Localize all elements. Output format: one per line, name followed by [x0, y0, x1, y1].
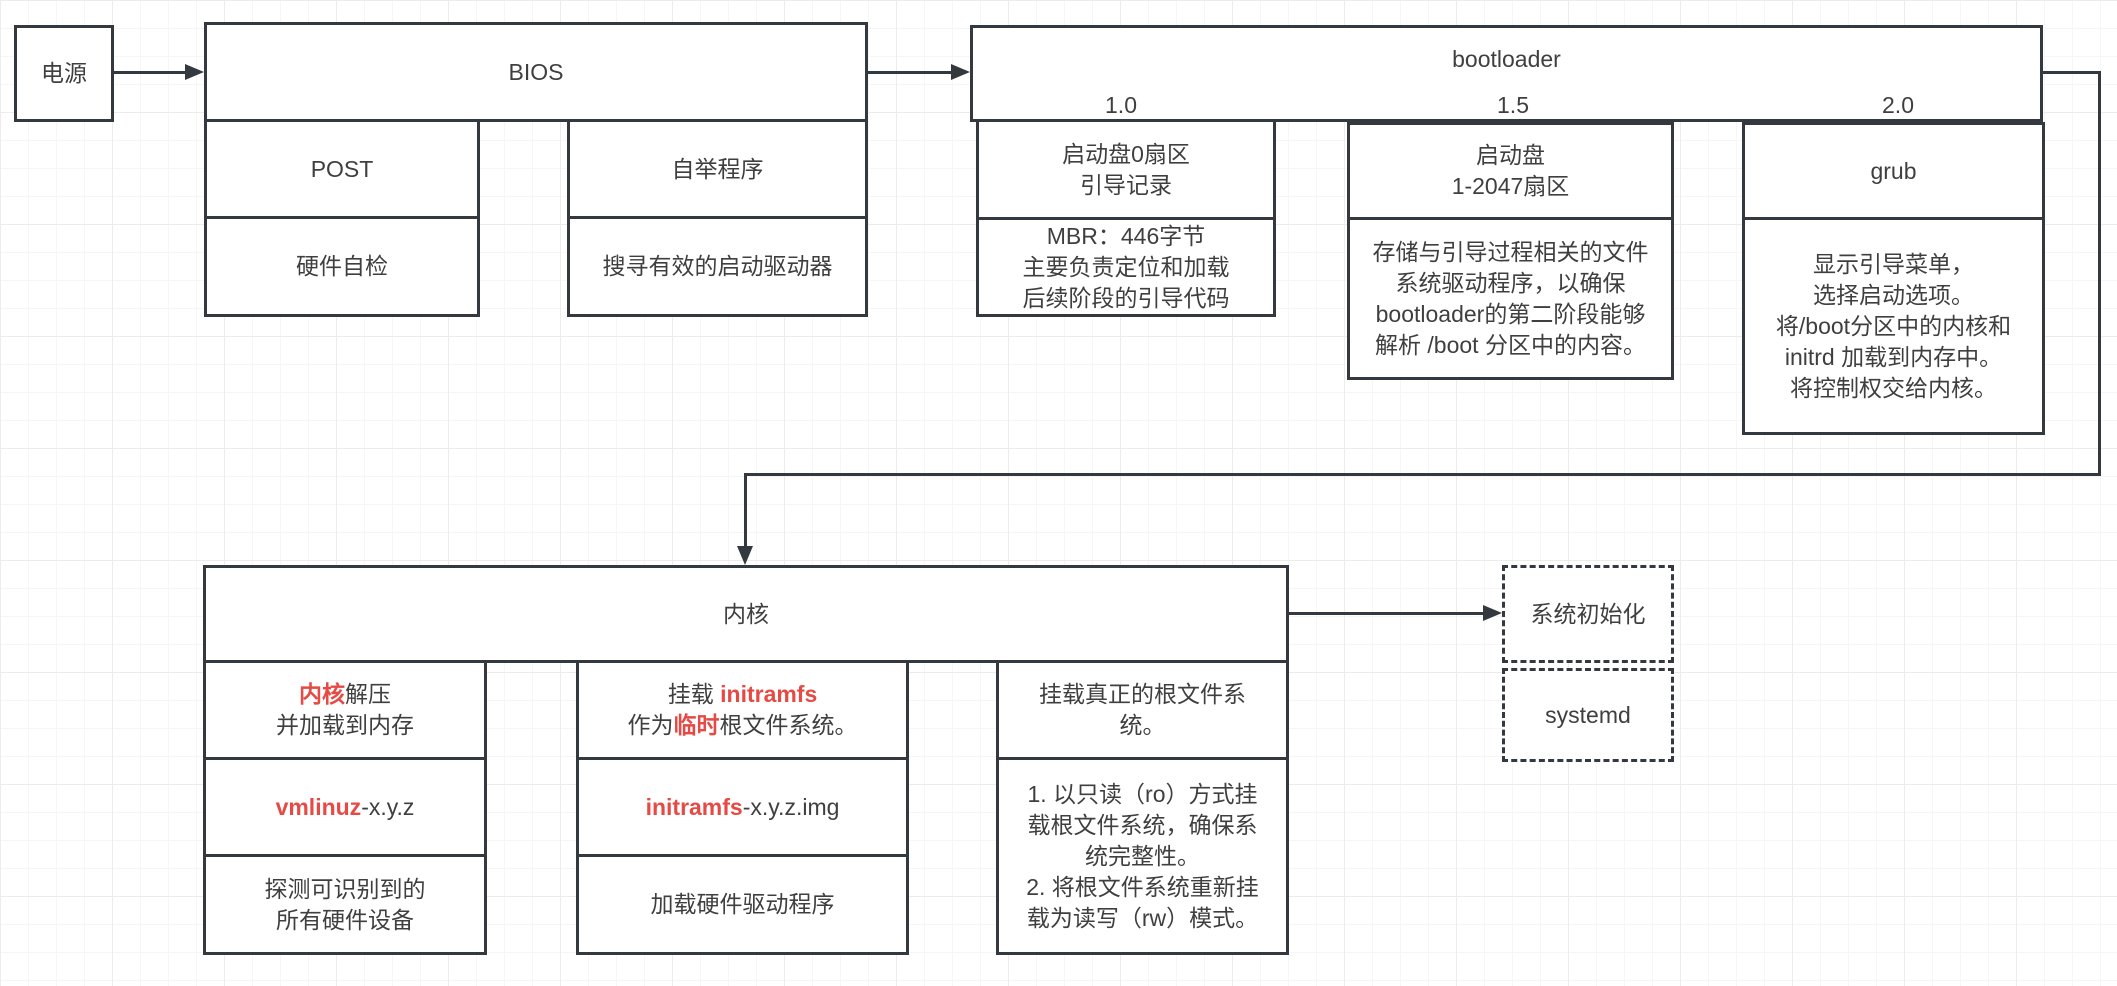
arrow-bios-to-bootloader: [868, 71, 954, 74]
rootfs-remount-steps-box: 1. 以只读（ro）方式挂载根文件系统，确保系统完整性。2. 将根文件系统重新挂…: [996, 757, 1289, 955]
mbr-desc-box: MBR：446字节主要负责定位和加载后续阶段的引导代码: [976, 217, 1276, 317]
load-drivers-box: 加载硬件驱动程序: [576, 854, 909, 955]
arrowhead-right-icon: [1483, 605, 1502, 621]
systemd-box: systemd: [1502, 668, 1674, 762]
search-boot-drive-box: 搜寻有效的启动驱动器: [567, 216, 868, 317]
boot-sector-box: 启动盘0扇区引导记录: [976, 119, 1276, 220]
connector-bootloader-to-kernel-seg2: [2098, 71, 2101, 476]
arrow-kernel-to-sysinit: [1289, 612, 1485, 615]
stage-1-5-label: 1.5: [1497, 92, 1529, 118]
kernel-box: 内核: [203, 565, 1289, 663]
arrowhead-right-icon: [951, 64, 970, 80]
stage-2-0-label: 2.0: [1882, 92, 1914, 118]
hardware-detect-box: 探测可识别到的所有硬件设备: [203, 854, 487, 955]
stage-1-0-label: 1.0: [1105, 92, 1137, 118]
vmlinuz-box: vmlinuz-x.y.z: [203, 757, 487, 857]
connector-bootloader-to-kernel-seg1: [2043, 71, 2101, 74]
connector-bootloader-to-kernel-seg4: [744, 473, 747, 548]
mount-real-rootfs-box: 挂载真正的根文件系统。: [996, 660, 1289, 760]
bios-box: BIOS: [204, 22, 868, 122]
kernel-decompress-box: 内核解压并加载到内存: [203, 660, 487, 760]
bootloader-box: bootloader 1.0 1.5 2.0: [970, 25, 2043, 122]
arrowhead-down-icon: [737, 546, 753, 565]
arrowhead-right-icon: [185, 64, 204, 80]
bootloader-title: bootloader: [1452, 46, 1561, 72]
bootstrap-program-box: 自举程序: [567, 119, 868, 219]
post-box: POST: [204, 119, 480, 219]
connector-bootloader-to-kernel-seg3: [744, 473, 2101, 476]
arrow-power-to-bios: [114, 71, 190, 74]
hardware-selfcheck-box: 硬件自检: [204, 216, 480, 317]
system-init-box: 系统初始化: [1502, 565, 1674, 663]
grub-box: grub: [1742, 122, 2045, 220]
power-box: 电源: [14, 25, 114, 122]
initramfs-image-box: initramfs-x.y.z.img: [576, 757, 909, 857]
